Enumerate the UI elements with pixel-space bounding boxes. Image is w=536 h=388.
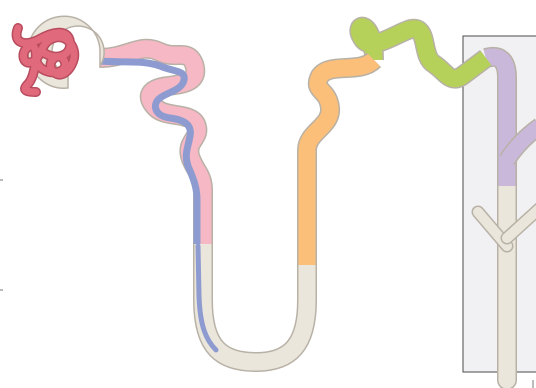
thick-ascending-limb bbox=[307, 60, 374, 265]
proximal-convoluted-tubule bbox=[100, 49, 203, 244]
loop-of-henle bbox=[198, 244, 307, 362]
